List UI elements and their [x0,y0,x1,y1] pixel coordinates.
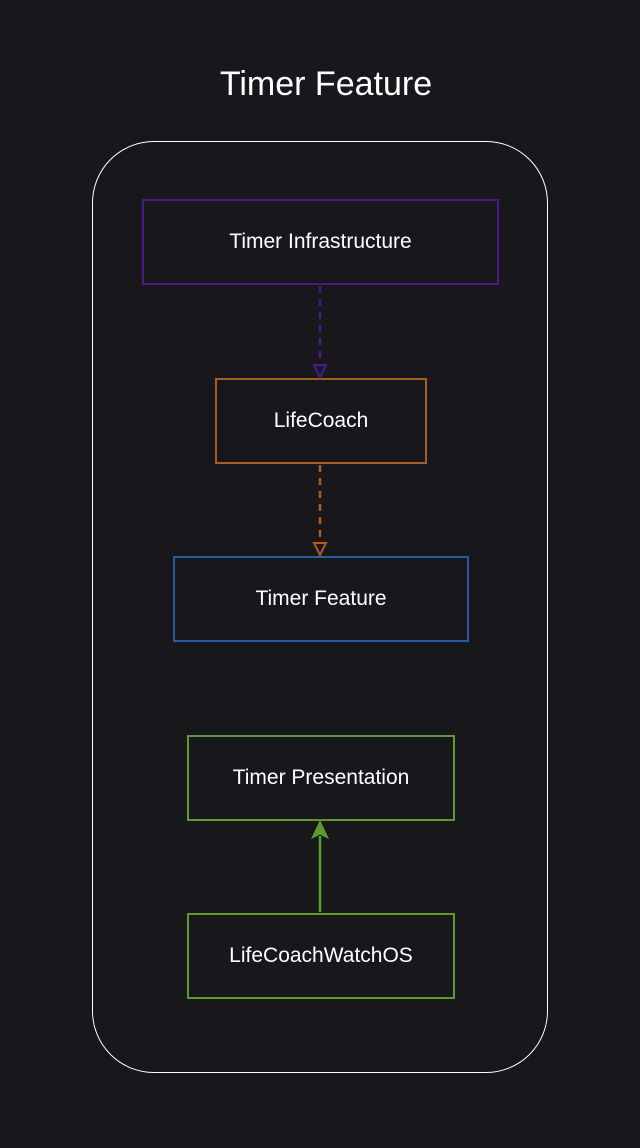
node-label: Timer Presentation [232,766,410,789]
node-label: LifeCoach [273,409,369,432]
diagram-title: Timer Feature [219,65,433,103]
node-timer-feature[interactable]: Timer Feature [173,556,469,642]
node-lifecoach-watchos[interactable]: LifeCoachWatchOS [187,913,455,999]
feature-group-container [92,141,548,1073]
node-timer-infrastructure[interactable]: Timer Infrastructure [142,199,499,285]
node-timer-presentation[interactable]: Timer Presentation [187,735,455,821]
node-label: Timer Feature [255,587,387,610]
node-lifecoach[interactable]: LifeCoach [215,378,427,464]
node-label: LifeCoachWatchOS [229,944,413,967]
node-label: Timer Infrastructure [229,230,412,253]
